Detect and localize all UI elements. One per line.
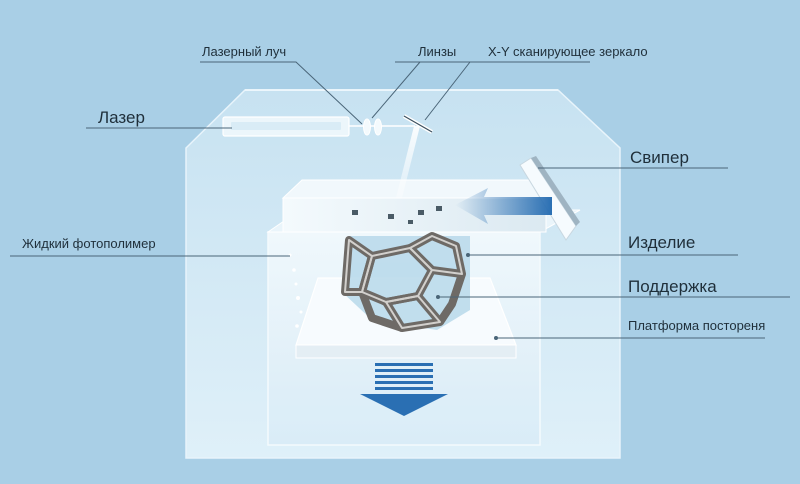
scanning-beam bbox=[396, 126, 420, 198]
label-laser-beam: Лазерный луч bbox=[202, 44, 287, 59]
xy-mirror bbox=[403, 114, 433, 134]
label-part: Изделие bbox=[628, 233, 696, 252]
label-liquid-photopolymer: Жидкий фотополимер bbox=[22, 236, 156, 251]
platform-down-arrow bbox=[360, 363, 448, 416]
label-sweeper: Свипер bbox=[630, 148, 689, 167]
label-laser: Лазер bbox=[98, 108, 145, 127]
leader-dot-support bbox=[436, 295, 440, 299]
leader-dot-platform bbox=[494, 336, 498, 340]
leader-dot-part bbox=[466, 253, 470, 257]
lens-pair bbox=[363, 118, 382, 136]
label-build-platform: Платформа постореня bbox=[628, 318, 766, 333]
laser-unit bbox=[222, 116, 350, 137]
resin-bubbles bbox=[288, 253, 303, 328]
printed-part bbox=[341, 232, 470, 332]
leader-lenses bbox=[371, 61, 458, 119]
label-support: Поддержка bbox=[628, 277, 717, 296]
sweep-arrow bbox=[455, 188, 552, 224]
surface-marks bbox=[352, 206, 442, 224]
label-lenses: Линзы bbox=[418, 44, 457, 59]
label-xy-mirror: X-Y сканирующее зеркало bbox=[488, 44, 648, 59]
leader-xy-mirror bbox=[424, 61, 590, 121]
leader-laser-beam bbox=[200, 61, 363, 125]
